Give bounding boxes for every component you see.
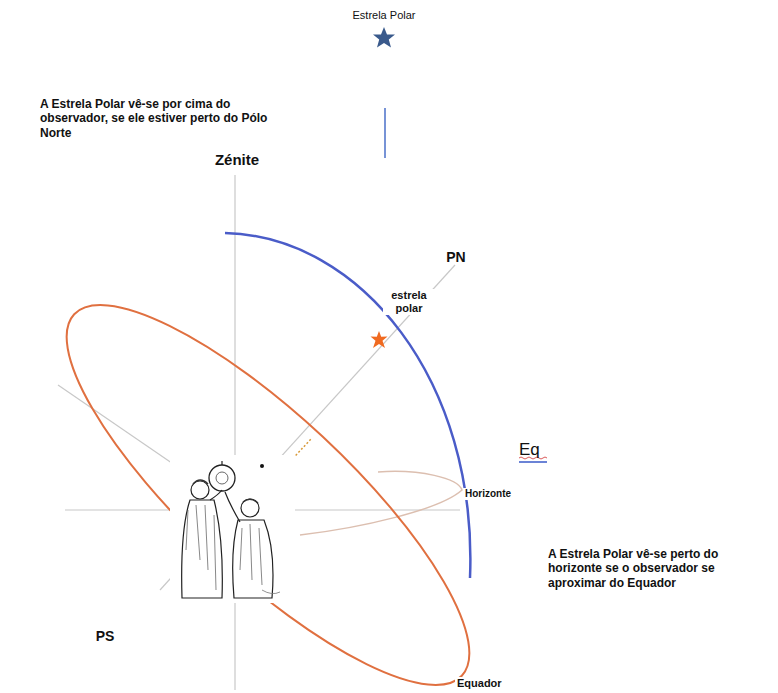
pole-star-marker: [371, 331, 388, 348]
pole-star-icon: [373, 27, 395, 48]
eq-label: Eq: [519, 440, 540, 460]
note-text: A Estrela Polar vê-se por cima do observ…: [40, 97, 272, 140]
horizon-arc: [300, 471, 462, 535]
pole-label: PN: [446, 249, 465, 266]
note-text: A Estrela Polar vê-se perto do horizonte…: [548, 547, 766, 590]
zenith-axis: [234, 175, 235, 690]
star-label: estrela polar: [383, 289, 435, 315]
pointer-line: [384, 108, 386, 158]
star-title: Estrela Polar: [353, 9, 416, 22]
equator-ellipse: [20, 256, 517, 693]
zenith-label: Zénite: [215, 151, 259, 169]
horizon-label: Horizonte: [463, 488, 513, 500]
diagonal-axis: [58, 385, 182, 470]
equator-label: Equador: [455, 677, 504, 690]
observers-figure: [170, 455, 295, 603]
eq-underline: [519, 461, 547, 463]
pole-label: PS: [96, 628, 115, 645]
